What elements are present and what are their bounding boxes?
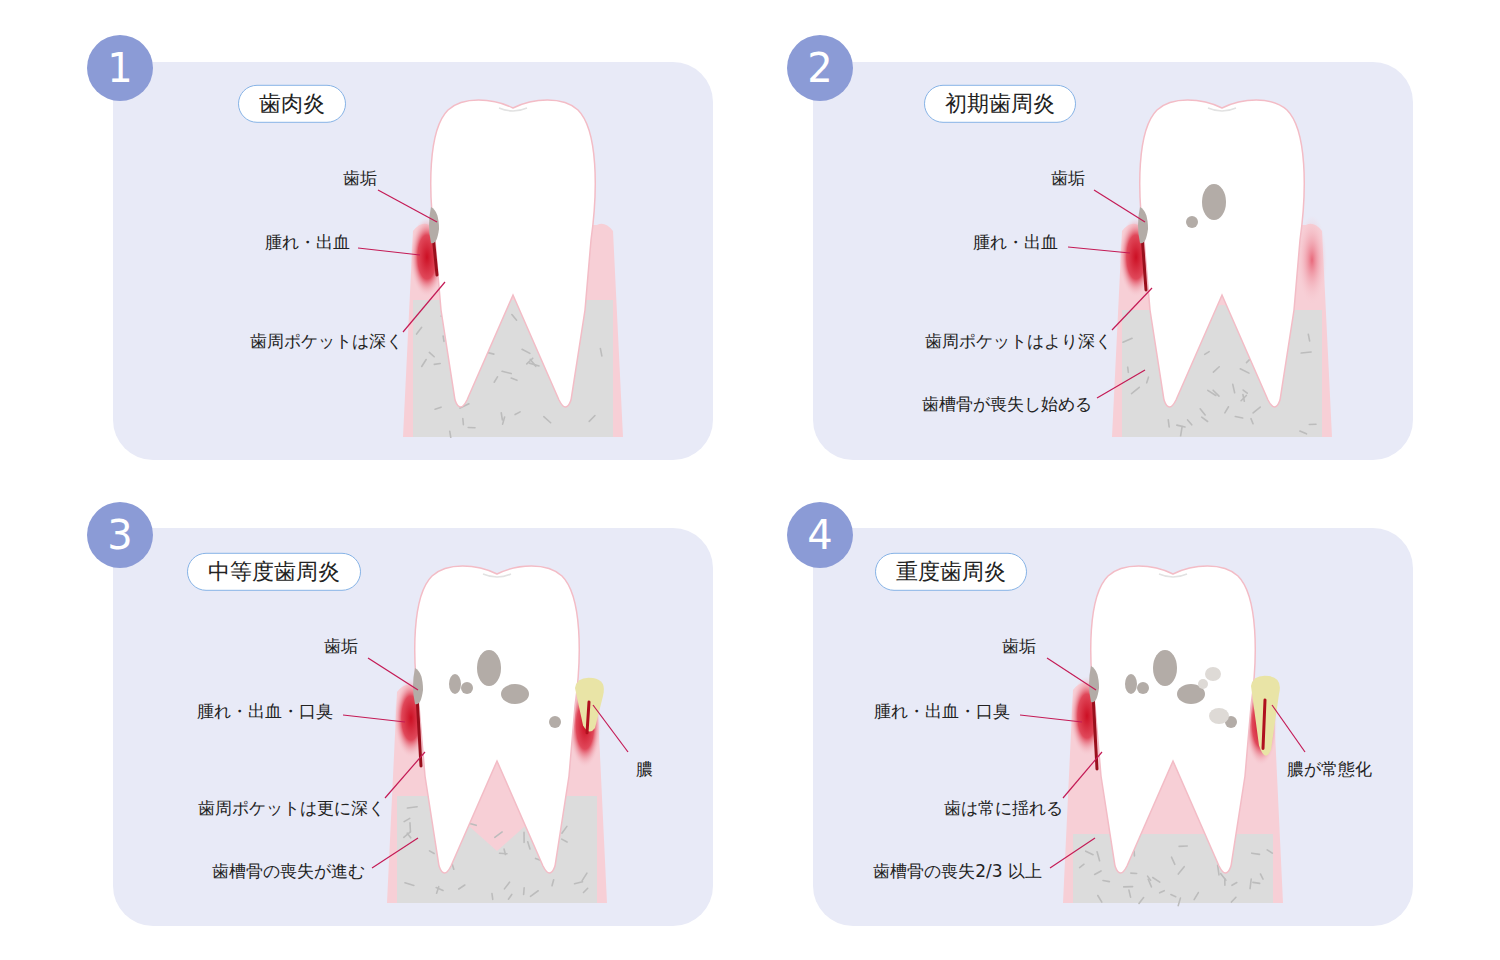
- periodontal-pocket: [1142, 235, 1146, 290]
- stage-panel: 歯垢腫れ・出血歯周ポケットはより深く歯槽骨が喪失し始める 初期歯周炎: [813, 62, 1413, 460]
- callout-label: 歯垢: [343, 168, 377, 188]
- leader-line: [358, 248, 420, 255]
- callout-label: 歯垢: [1002, 636, 1036, 656]
- callout-label: 腫れ・出血: [973, 232, 1058, 252]
- plaque: [1089, 666, 1099, 702]
- pus: [1251, 676, 1280, 756]
- leader-line: [368, 658, 418, 690]
- stage-panel: 歯垢腫れ・出血・口臭膿歯周ポケットは更に深く歯槽骨の喪失が進む 中等度歯周炎: [113, 528, 713, 926]
- leader-line: [1020, 715, 1082, 722]
- callout-label: 歯槽骨の喪失2/3 以上: [873, 861, 1042, 881]
- step-number: 2: [787, 35, 853, 101]
- leader-line: [343, 715, 405, 722]
- alveolar-bone: [397, 796, 597, 903]
- tooth: [1140, 100, 1304, 407]
- callout-label: 膿: [636, 759, 653, 779]
- stage-title: 初期歯周炎: [924, 85, 1076, 123]
- stage-title-text: 歯肉炎: [259, 91, 325, 116]
- leader-line: [378, 190, 437, 222]
- stage-title-text: 初期歯周炎: [945, 91, 1055, 116]
- callout-label: 歯垢: [324, 636, 358, 656]
- stage-title: 歯肉炎: [238, 85, 346, 123]
- tooth-illustration: [813, 62, 1413, 460]
- callout-label: 歯垢: [1051, 168, 1085, 188]
- periodontal-pocket: [417, 696, 421, 766]
- stage-panel: 歯垢腫れ・出血・口臭膿が常態化歯は常に揺れる歯槽骨の喪失2/3 以上 重度歯周炎: [813, 528, 1413, 926]
- tooth: [1091, 566, 1255, 873]
- stage-title-text: 中等度歯周炎: [208, 559, 340, 584]
- leader-line: [1063, 752, 1102, 798]
- step-number: 4: [787, 502, 853, 568]
- plaque: [1138, 207, 1148, 243]
- step-number-text: 1: [107, 48, 132, 88]
- alveolar-bone: [1073, 834, 1273, 903]
- step-number: 1: [87, 35, 153, 101]
- stage-title-text: 重度歯周炎: [896, 559, 1006, 584]
- leader-line: [1094, 190, 1145, 222]
- leader-line: [1112, 288, 1152, 330]
- step-number: 3: [87, 502, 153, 568]
- step-number-text: 4: [807, 515, 832, 555]
- plaque: [429, 207, 439, 243]
- leader-line: [385, 752, 425, 798]
- callout-label: 歯周ポケットは更に深く: [198, 798, 385, 818]
- leader-line: [1272, 705, 1305, 752]
- step-number-text: 2: [807, 48, 832, 88]
- callout-label: 腫れ・出血: [265, 232, 350, 252]
- leader-line: [1050, 838, 1095, 868]
- leader-line: [403, 282, 445, 332]
- leader-line: [1097, 370, 1145, 398]
- callout-label: 歯周ポケットは深く: [250, 331, 403, 351]
- callout-label: 歯周ポケットはより深く: [925, 331, 1112, 351]
- plaque: [413, 668, 423, 704]
- leader-line: [372, 838, 418, 868]
- leader-line: [593, 705, 628, 752]
- callout-label: 歯槽骨の喪失が進む: [212, 861, 365, 881]
- tooth: [431, 100, 595, 407]
- callout-label: 腫れ・出血・口臭: [197, 701, 333, 721]
- callout-label: 歯槽骨が喪失し始める: [922, 394, 1092, 414]
- leader-line: [1047, 658, 1096, 690]
- stage-title: 重度歯周炎: [875, 553, 1027, 591]
- stage-panel: 歯垢腫れ・出血歯周ポケットは深く 歯肉炎: [113, 62, 713, 460]
- tooth: [415, 566, 579, 873]
- leader-line: [1068, 247, 1130, 253]
- callout-label: 腫れ・出血・口臭: [874, 701, 1010, 721]
- stage-title: 中等度歯周炎: [187, 553, 361, 591]
- tooth-illustration: [113, 62, 713, 460]
- step-number-text: 3: [107, 515, 132, 555]
- callout-label: 歯は常に揺れる: [944, 798, 1063, 818]
- callout-label: 膿が常態化: [1287, 759, 1372, 779]
